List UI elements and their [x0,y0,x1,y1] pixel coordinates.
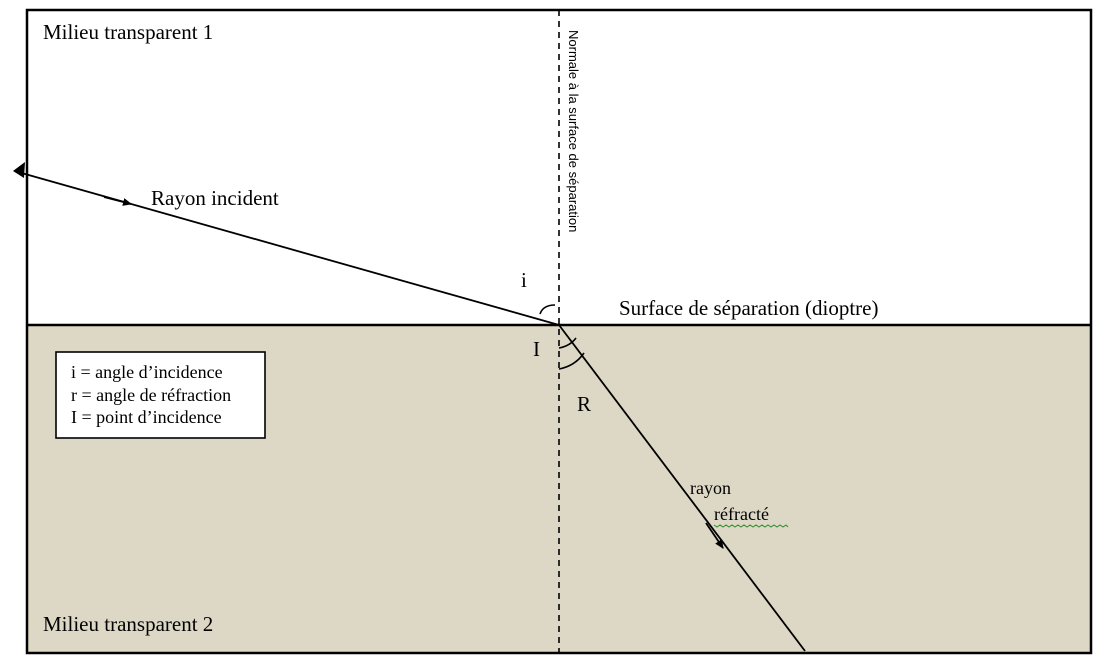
incident-ray-label: Rayon incident [151,186,279,210]
spellcheck-underline [713,524,789,528]
angle-i-arc [539,304,556,315]
legend-box [55,351,266,439]
refracted-ray [558,324,806,652]
angle-i-label: i [521,268,527,292]
refracted-ray-label-line2: réfracté [714,504,769,524]
legend-item-point-incidence: I = point d’incidence [71,407,222,427]
incident-ray-start-arrow [13,162,25,178]
refracted-ray-label-line1: rayon [690,478,731,498]
point-label: I [533,337,540,361]
medium-bottom-label: Milieu transparent 2 [43,612,213,636]
medium-top-label: Milieu transparent 1 [43,20,213,44]
legend-item-angle-refraction: r = angle de réfraction [71,385,231,405]
surface-label: Surface de séparation (dioptre) [619,296,878,320]
angle-r-label: R [577,392,591,416]
legend-item-angle-incidence: i = angle d’incidence [71,362,223,382]
angle-r-arc-2 [558,352,585,370]
normal-label: Normale à la surface de séparation [566,30,581,232]
refracted-ray-arrow [705,522,724,549]
incident-ray-arrow [103,196,132,206]
angle-r-arc-1 [558,337,577,349]
